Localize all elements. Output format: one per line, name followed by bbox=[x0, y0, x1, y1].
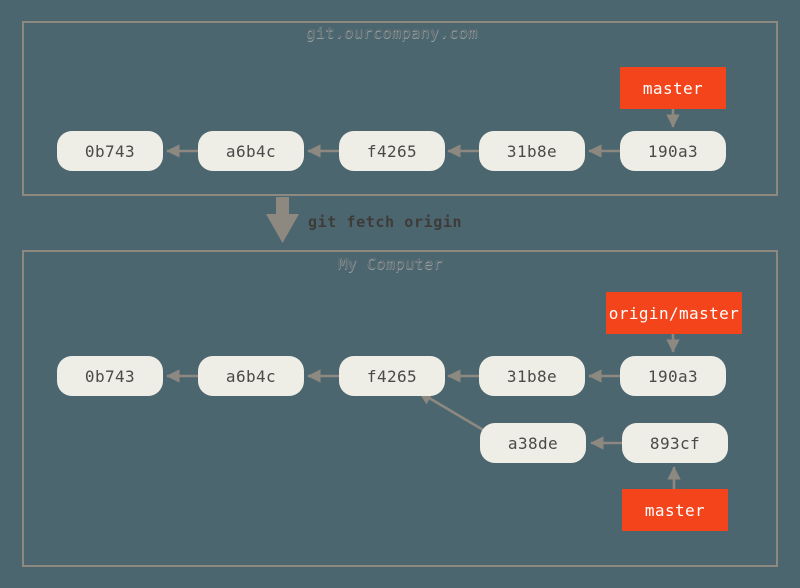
branch-label-origin-master[interactable]: origin/master bbox=[606, 292, 742, 334]
panel-remote-repository bbox=[22, 21, 778, 196]
commit-node[interactable]: a6b4c bbox=[198, 356, 304, 396]
branch-label-local-master[interactable]: master bbox=[622, 489, 728, 531]
commit-node[interactable]: 31b8e bbox=[479, 356, 585, 396]
fetch-flow-arrow bbox=[266, 197, 299, 243]
command-label-git-fetch-origin: git fetch origin bbox=[308, 213, 463, 231]
commit-node[interactable]: f4265 bbox=[339, 356, 445, 396]
panel-local-repository bbox=[22, 250, 778, 567]
commit-node[interactable]: 0b743 bbox=[57, 131, 163, 171]
commit-node[interactable]: 0b743 bbox=[57, 356, 163, 396]
commit-node[interactable]: a38de bbox=[480, 423, 586, 463]
commit-node[interactable]: a6b4c bbox=[198, 131, 304, 171]
commit-node[interactable]: 190a3 bbox=[620, 131, 726, 171]
local-parent-arrows bbox=[166, 369, 622, 450]
panel-remote-title: git.ourcompany.com bbox=[306, 24, 478, 42]
commit-node[interactable]: 31b8e bbox=[479, 131, 585, 171]
panel-local-title: My Computer bbox=[338, 255, 443, 273]
branch-label-master[interactable]: master bbox=[620, 67, 726, 109]
commit-node[interactable]: f4265 bbox=[339, 131, 445, 171]
commit-node[interactable]: 893cf bbox=[622, 423, 728, 463]
commit-node[interactable]: 190a3 bbox=[620, 356, 726, 396]
